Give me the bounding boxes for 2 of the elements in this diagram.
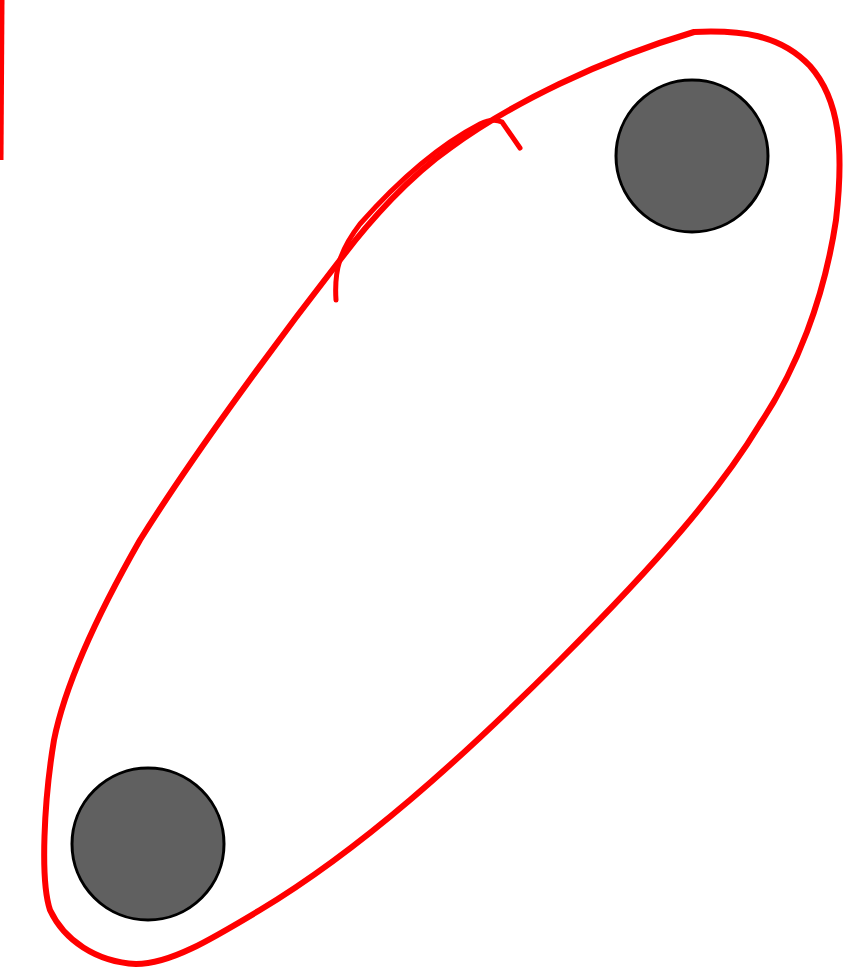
filled-circle [70, 766, 226, 922]
filled-circle [614, 78, 770, 234]
